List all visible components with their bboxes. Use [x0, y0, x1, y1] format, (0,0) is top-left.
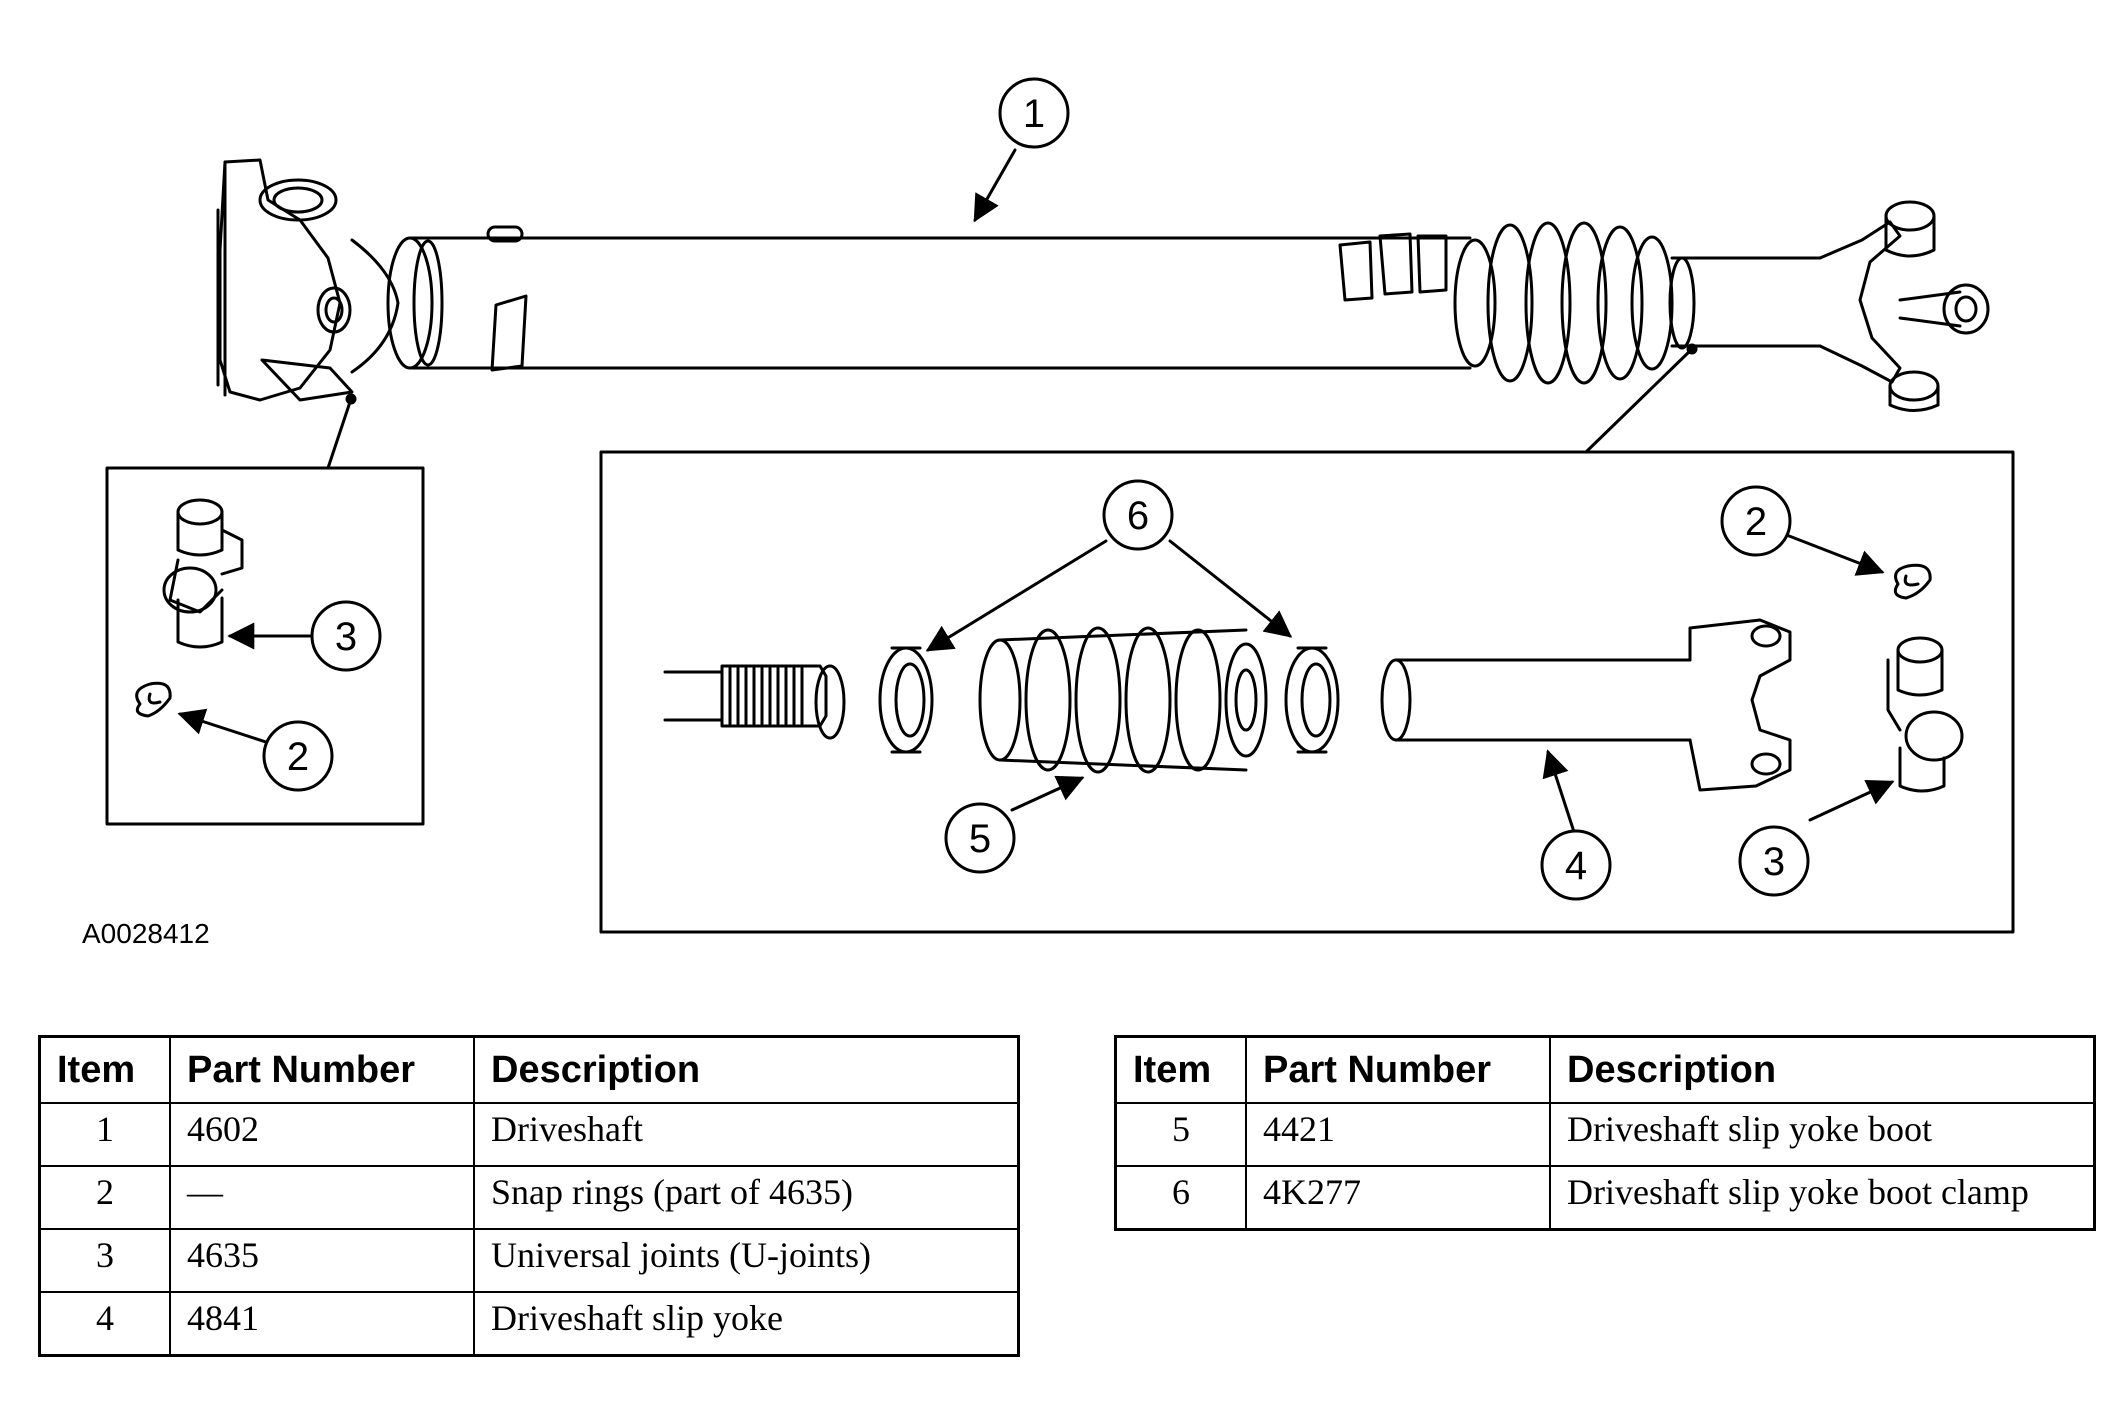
callout-4: 4 — [1565, 844, 1587, 888]
left-snap-ring — [135, 681, 172, 718]
table-row: 4 4841 Driveshaft slip yoke — [38, 1291, 1020, 1357]
cell-part-number: 4421 — [1245, 1102, 1551, 1167]
parts-table-right: Item Part Number Description 5 4421 Driv… — [1114, 1035, 2096, 1231]
callout-1: 1 — [1023, 92, 1045, 136]
figure-id: A0028412 — [82, 918, 210, 949]
callout-3-left: 3 — [335, 615, 357, 659]
table-row: 2 — Snap rings (part of 4635) — [38, 1165, 1020, 1230]
callout-3-right: 3 — [1763, 840, 1785, 884]
callout-2-left: 2 — [287, 735, 309, 779]
cell-part-number: 4K277 — [1245, 1165, 1551, 1231]
cell-part-number: — — [169, 1165, 475, 1230]
header-description: Description — [1549, 1035, 2096, 1104]
cell-description: Universal joints (U-joints) — [473, 1228, 1020, 1293]
assembled-boot — [1486, 221, 1674, 385]
slip-yoke-exploded — [1380, 618, 1792, 792]
header-part-number: Part Number — [169, 1035, 475, 1104]
table-header-row: Item Part Number Description — [1114, 1035, 2096, 1104]
left-detail-box — [105, 466, 425, 826]
callout-2-right: 2 — [1745, 500, 1767, 544]
callout-circle-2-right — [1720, 485, 1792, 557]
table-row: 3 4635 Universal joints (U-joints) — [38, 1228, 1020, 1293]
cell-part-number: 4841 — [169, 1291, 475, 1357]
cell-description: Driveshaft slip yoke boot clamp — [1549, 1165, 2096, 1231]
cell-description: Snap rings (part of 4635) — [473, 1165, 1020, 1230]
parts-table-left: Item Part Number Description 1 4602 Driv… — [38, 1035, 1020, 1357]
callout-circle-3-right — [1738, 825, 1810, 897]
front-yoke — [216, 158, 400, 402]
driveshaft-tube — [408, 236, 1472, 370]
header-item: Item — [1114, 1035, 1247, 1104]
boot-exploded — [978, 626, 1268, 774]
callout-circle-3-left — [310, 600, 382, 672]
right-snap-ring — [1893, 563, 1932, 600]
callout-circle-2-left — [262, 720, 334, 792]
header-description: Description — [473, 1035, 1020, 1104]
cell-part-number: 4602 — [169, 1102, 475, 1167]
callout-circle-5 — [944, 802, 1016, 874]
callout-5: 5 — [969, 817, 991, 861]
cell-item: 6 — [1114, 1165, 1247, 1231]
right-ujoint — [1886, 636, 1964, 793]
cell-item: 5 — [1114, 1102, 1247, 1167]
header-part-number: Part Number — [1245, 1035, 1551, 1104]
splined-stub — [663, 664, 846, 740]
cell-item: 2 — [38, 1165, 171, 1230]
boot-clamp-left — [878, 646, 934, 754]
cell-item: 1 — [38, 1102, 171, 1167]
callout-circle-4 — [1540, 829, 1612, 901]
cell-description: Driveshaft — [473, 1102, 1020, 1167]
cell-part-number: 4635 — [169, 1228, 475, 1293]
cell-description: Driveshaft slip yoke boot — [1549, 1102, 2096, 1167]
cell-description: Driveshaft slip yoke — [473, 1291, 1020, 1357]
header-item: Item — [38, 1035, 171, 1104]
left-ujoint — [162, 498, 244, 649]
table-row: 5 4421 Driveshaft slip yoke boot — [1114, 1102, 2096, 1167]
cell-item: 3 — [38, 1228, 171, 1293]
callout-6: 6 — [1127, 494, 1149, 538]
table-row: 6 4K277 Driveshaft slip yoke boot clamp — [1114, 1165, 2096, 1231]
cell-item: 4 — [38, 1291, 171, 1357]
boot-clamp-right — [1284, 646, 1340, 754]
right-detail-box — [599, 450, 2015, 934]
rear-yoke — [1818, 200, 1990, 412]
driveshaft-assembly — [216, 158, 1990, 412]
callout-circle-6 — [1102, 479, 1174, 551]
table-row: 1 4602 Driveshaft — [38, 1102, 1020, 1167]
table-header-row: Item Part Number Description — [38, 1035, 1020, 1104]
callout-circle-1 — [998, 77, 1070, 149]
